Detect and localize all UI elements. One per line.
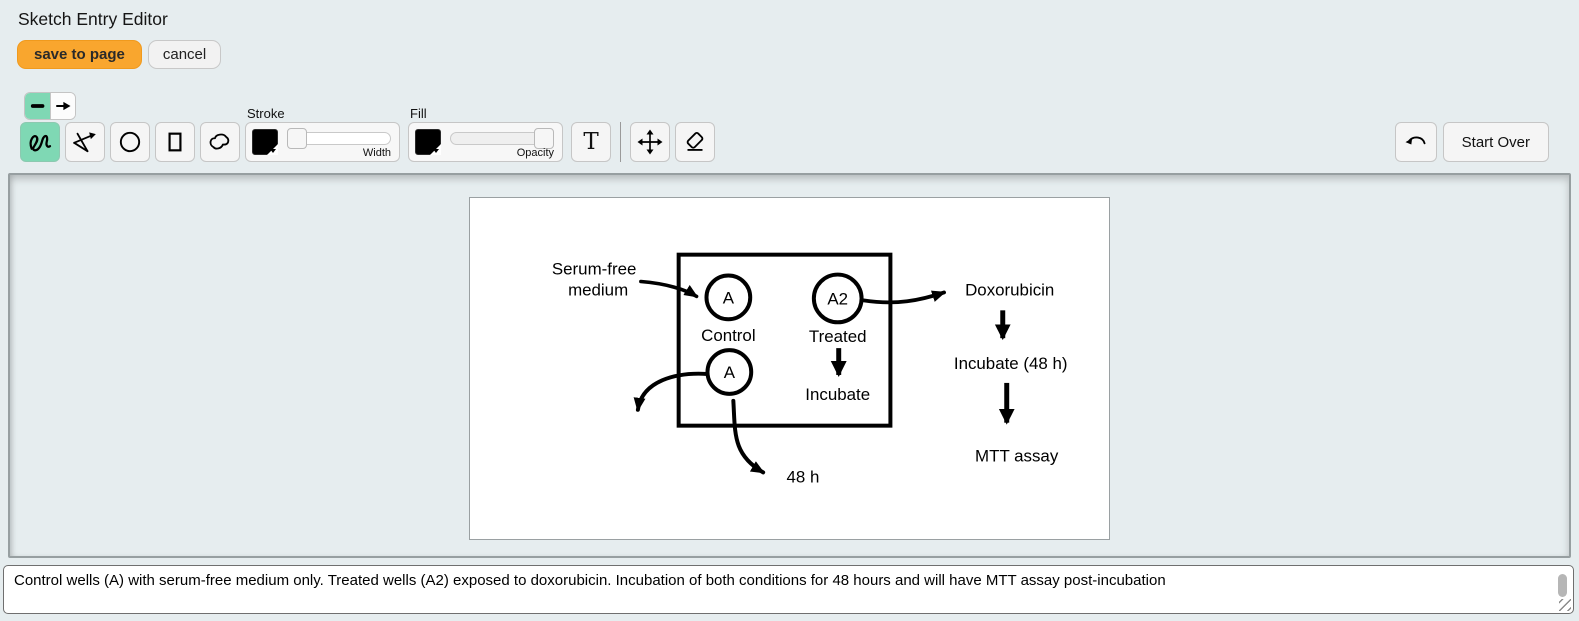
eraser-tool-icon xyxy=(680,127,710,157)
arrow-a2-to-doxorubicin xyxy=(861,290,946,305)
history-controls: Start Over xyxy=(1394,122,1549,162)
diagram-label-48h: 48 h xyxy=(786,467,819,486)
well-label-a2: A2 xyxy=(827,289,848,308)
cancel-button[interactable]: cancel xyxy=(147,40,222,69)
fill-settings-group: Fill Opacity xyxy=(408,106,563,162)
stroke-width-slider[interactable] xyxy=(287,127,391,149)
rectangle-tool-icon xyxy=(160,127,190,157)
stroke-color-swatch[interactable] xyxy=(252,129,278,155)
rectangle-tool-button[interactable] xyxy=(155,122,195,162)
page-title: Sketch Entry Editor xyxy=(18,9,168,29)
freehand-draw-icon xyxy=(25,127,55,157)
freehand-tool-button[interactable] xyxy=(20,122,60,162)
fill-opacity-slider-thumb[interactable] xyxy=(534,127,554,149)
text-tool-icon: T xyxy=(583,128,599,155)
blob-tool-icon xyxy=(205,127,235,157)
undo-button[interactable] xyxy=(1394,122,1437,162)
swatch-dropdown-caret xyxy=(433,149,439,153)
plain-line-toggle-button[interactable] xyxy=(25,93,50,119)
diagram-label-incubate: Incubate xyxy=(805,385,870,404)
well-circle-a-top xyxy=(704,273,753,322)
stroke-label: Stroke xyxy=(247,106,285,121)
well-label-a-top: A xyxy=(723,288,735,307)
header-buttons: save to page cancel xyxy=(17,40,222,69)
drawing-page[interactable]: Serum-free medium A Control A2 Treated A… xyxy=(469,197,1110,540)
text-tool-button[interactable]: T xyxy=(571,122,611,162)
plate-box xyxy=(676,252,893,428)
caption-area: Control wells (A) with serum-free medium… xyxy=(3,565,1574,614)
fill-opacity-slider[interactable] xyxy=(450,127,554,149)
swatch-dropdown-caret xyxy=(270,149,276,153)
diagram-label-control: Control xyxy=(701,326,755,345)
arrow-a-to-48h xyxy=(731,398,766,475)
arrow-serum-to-a xyxy=(639,279,699,299)
caption-resize-handle[interactable] xyxy=(1559,599,1571,611)
move-tool-icon xyxy=(635,127,665,157)
diagram-label-serum-line1: Serum-free xyxy=(552,260,636,279)
ellipse-tool-icon xyxy=(115,127,145,157)
caption-input[interactable]: Control wells (A) with serum-free medium… xyxy=(3,565,1574,614)
arrow-line-toggle-button[interactable] xyxy=(50,93,75,119)
save-to-page-button[interactable]: save to page xyxy=(17,40,142,69)
arrow-line-icon xyxy=(54,97,72,115)
diagram-label-mtt-assay: MTT assay xyxy=(975,446,1059,465)
toolbar-divider xyxy=(620,122,621,162)
diagram-label-incubate-48h: Incubate (48 h) xyxy=(954,354,1068,373)
caption-scrollbar-thumb[interactable] xyxy=(1558,574,1567,597)
stroke-width-slider-thumb[interactable] xyxy=(287,127,307,149)
undo-icon xyxy=(1402,127,1430,158)
arrow-a-out-left xyxy=(633,371,710,412)
diagram-label-doxorubicin: Doxorubicin xyxy=(965,280,1054,299)
sketch-canvas-frame[interactable]: Serum-free medium A Control A2 Treated A… xyxy=(8,173,1571,558)
fill-label: Fill xyxy=(410,106,427,121)
ellipse-tool-button[interactable] xyxy=(110,122,150,162)
blob-tool-button[interactable] xyxy=(200,122,240,162)
diagram-label-serum-line2: medium xyxy=(568,280,628,299)
diagram-label-treated: Treated xyxy=(809,327,867,346)
fill-opacity-caption: Opacity xyxy=(516,147,554,159)
eraser-tool-button[interactable] xyxy=(675,122,715,162)
sketch-diagram: Serum-free medium A Control A2 Treated A… xyxy=(552,252,1068,486)
well-label-a-bottom: A xyxy=(724,363,736,382)
polyline-arrow-icon xyxy=(70,127,100,157)
start-over-button[interactable]: Start Over xyxy=(1442,122,1549,162)
stroke-width-caption: Width xyxy=(362,147,391,159)
drawing-toolbar: Stroke Width Fill Opacity T xyxy=(20,106,720,162)
well-circle-a2 xyxy=(811,272,864,325)
line-type-toggle xyxy=(24,92,76,120)
move-tool-button[interactable] xyxy=(630,122,670,162)
stroke-settings-group: Stroke Width xyxy=(245,106,400,162)
fill-color-swatch[interactable] xyxy=(415,129,441,155)
dash-line-icon xyxy=(29,97,47,115)
polyline-arrow-tool-button[interactable] xyxy=(65,122,105,162)
